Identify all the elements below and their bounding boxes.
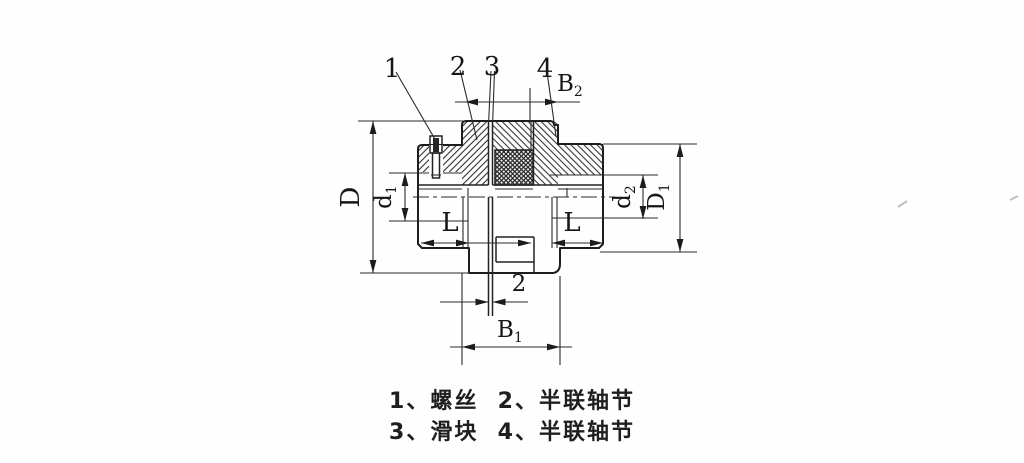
part-label-4: 4: [537, 54, 554, 84]
bottom-profile: [417, 197, 604, 274]
dim-label-L-left: L: [441, 208, 458, 238]
slider-block-section: [495, 150, 533, 185]
part-label-1: 1: [384, 54, 401, 84]
screw: [429, 135, 443, 183]
part-outlines: [389, 120, 658, 316]
labels: 1 2 3 4 B2 B1 D d1 d2 D1 L L 2: [336, 52, 673, 346]
dim-label-D1: D1: [644, 183, 673, 210]
dim-label-gap: 2: [512, 271, 527, 297]
legend-line-2: 3、滑块 4、半联轴节: [389, 420, 635, 445]
dim-label-L-right: L: [563, 208, 580, 238]
leader-lines: [395, 69, 557, 142]
dim-label-d1: d1: [371, 185, 400, 209]
part-label-2: 2: [450, 52, 467, 82]
dim-label-d2: d2: [610, 185, 639, 209]
dim-label-D: D: [336, 187, 366, 208]
part-label-3: 3: [484, 52, 501, 82]
top-profile: [417, 120, 604, 197]
dim-label-B1: B1: [497, 317, 523, 346]
legend-line-1: 1、螺丝 2、半联轴节: [389, 389, 635, 414]
section-hatching: [418, 122, 603, 185]
scan-specks: [897, 195, 1019, 208]
dim-label-B2: B2: [557, 71, 583, 100]
dimension-lines: [358, 98, 697, 365]
